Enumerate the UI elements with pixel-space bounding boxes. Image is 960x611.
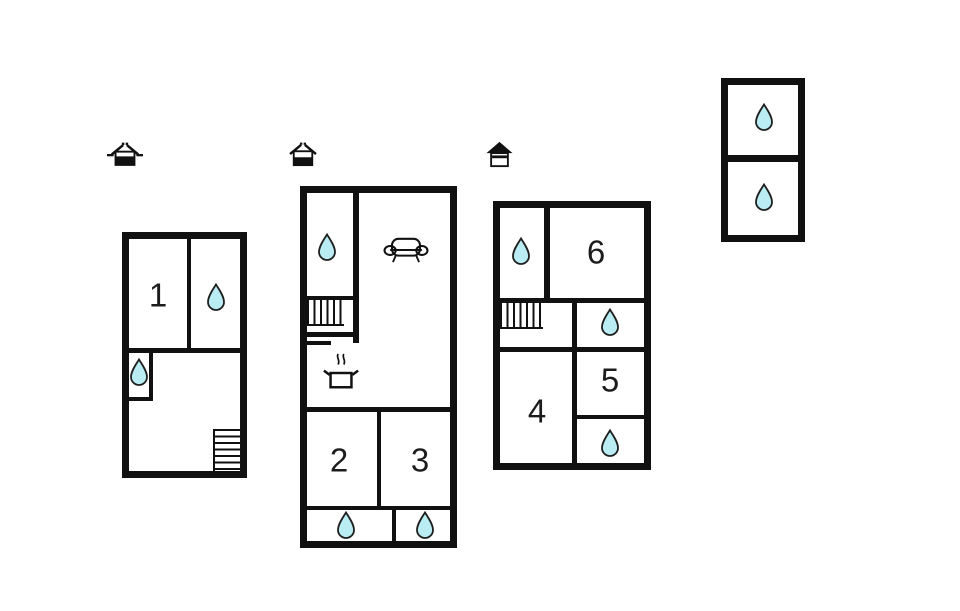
room-number: 5 — [600, 361, 620, 399]
stairs — [307, 300, 344, 326]
interior-wall — [129, 397, 153, 401]
interior-wall — [307, 341, 331, 345]
water-drop-icon — [416, 511, 434, 539]
interior-wall — [392, 510, 396, 541]
interior-wall — [307, 296, 353, 300]
building-annex-plan — [721, 78, 805, 242]
interior-wall — [377, 412, 381, 506]
building-ground-floor-plan: 2 3 — [300, 186, 457, 548]
stairs — [500, 303, 543, 329]
interior-wall — [500, 298, 644, 303]
water-drop-icon — [318, 233, 336, 261]
interior-wall — [307, 332, 359, 337]
sofa-icon — [383, 237, 429, 263]
top-floor-icon — [486, 141, 513, 168]
interior-wall — [500, 347, 644, 352]
interior-wall — [307, 506, 450, 510]
water-drop-icon — [512, 237, 530, 265]
room-number: 6 — [586, 233, 606, 271]
interior-wall — [187, 239, 191, 353]
water-drop-icon — [755, 103, 773, 131]
room-number: 1 — [148, 276, 168, 314]
water-drop-icon — [207, 283, 225, 311]
room-number: 3 — [410, 441, 430, 479]
interior-wall — [728, 155, 798, 162]
water-drop-icon — [755, 183, 773, 211]
interior-wall — [544, 208, 550, 303]
room-number: 4 — [527, 392, 547, 430]
interior-wall — [572, 303, 577, 463]
water-drop-icon — [130, 358, 148, 386]
ground-floor-icon — [289, 142, 317, 167]
interior-wall — [307, 407, 450, 412]
interior-wall — [353, 193, 359, 343]
building-basement-plan: 1 — [122, 232, 247, 478]
cooking-pot-icon — [323, 353, 359, 389]
building-top-floor-plan: 6 4 5 — [493, 201, 651, 470]
room-number: 2 — [329, 441, 349, 479]
interior-wall — [129, 348, 240, 353]
basement-level-icon — [107, 142, 143, 166]
interior-wall — [149, 353, 153, 401]
water-drop-icon — [601, 308, 619, 336]
water-drop-icon — [601, 429, 619, 457]
interior-wall — [577, 415, 644, 419]
water-drop-icon — [337, 511, 355, 539]
stairs — [213, 429, 240, 471]
